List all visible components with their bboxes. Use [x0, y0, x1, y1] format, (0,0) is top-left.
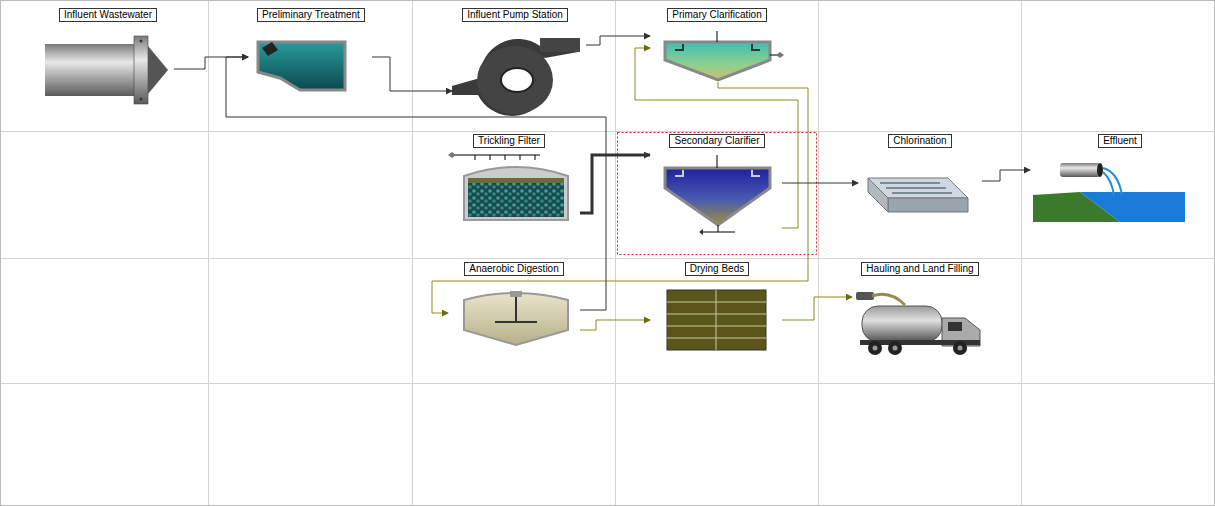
process-unit: Secondary Clarifier	[650, 134, 782, 236]
process-unit: Hauling and Land Filling	[852, 262, 984, 358]
flow-line	[782, 297, 852, 320]
unit-label: Hauling and Land Filling	[861, 262, 978, 276]
flow-line	[580, 155, 650, 213]
flow-line	[580, 320, 650, 330]
flow-line	[586, 36, 650, 45]
unit-label: Effluent	[1098, 134, 1142, 148]
flow-line	[372, 57, 452, 91]
unit-label: Primary Clarification	[667, 8, 766, 22]
process-unit: Trickling Filter	[458, 134, 580, 224]
unit-label: Anaerobic Digestion	[464, 262, 564, 276]
process-unit: Primary Clarification	[650, 8, 782, 82]
unit-label: Influent Pump Station	[462, 8, 568, 22]
flow-line	[174, 57, 248, 69]
process-unit: Drying Beds	[650, 262, 782, 354]
flow-line	[782, 183, 858, 184]
unit-label: Chlorination	[888, 134, 951, 148]
flow-line	[226, 57, 606, 310]
process-unit: Chlorination	[858, 134, 982, 214]
unit-label: Secondary Clarifier	[669, 134, 764, 148]
unit-label: Drying Beds	[685, 262, 749, 276]
process-unit: Influent Wastewater	[40, 8, 174, 102]
unit-label: Influent Wastewater	[59, 8, 157, 22]
flow-line	[982, 170, 1030, 181]
flow-line	[635, 48, 798, 228]
process-unit: Preliminary Treatment	[248, 8, 372, 94]
process-unit: Anaerobic Digestion	[448, 262, 580, 350]
unit-label: Preliminary Treatment	[257, 8, 365, 22]
unit-label: Trickling Filter	[473, 134, 545, 148]
process-unit: Effluent	[1030, 134, 1188, 224]
flow-line	[432, 82, 808, 313]
process-unit: Influent Pump Station	[452, 8, 586, 114]
